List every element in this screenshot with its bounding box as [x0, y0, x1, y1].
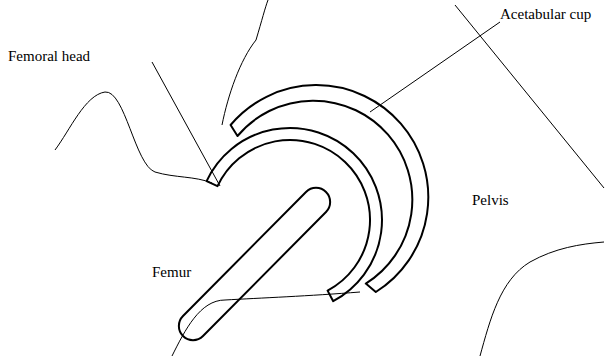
leader-line: [152, 62, 220, 186]
pelvis-outline: [222, 0, 268, 125]
part-label: Femoral head: [8, 48, 90, 65]
part-label: Pelvis: [472, 192, 509, 209]
leader-line: [370, 22, 500, 112]
part-label: Acetabular cup: [500, 6, 591, 23]
femur-outline: [55, 92, 212, 183]
femur-outline: [172, 292, 360, 356]
femoral-head: [207, 128, 382, 301]
acetabular-cup: [231, 85, 429, 292]
part-label: Femur: [152, 264, 191, 281]
pelvis-outline: [455, 5, 604, 188]
femoral-stem: [179, 188, 330, 340]
pelvis-outline: [480, 242, 604, 356]
